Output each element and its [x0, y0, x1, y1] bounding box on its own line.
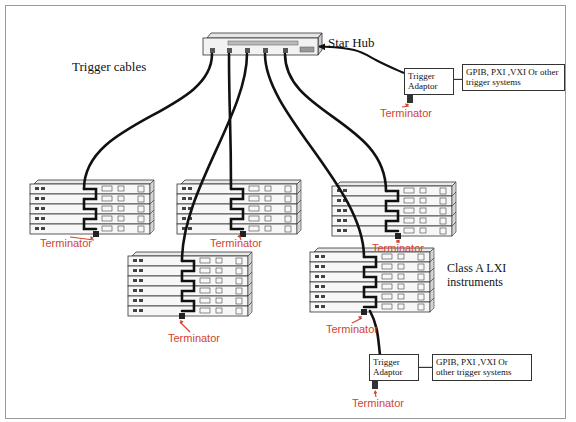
node-text: GPIB, PXI ,VXI Or other trigger systems [436, 357, 528, 378]
terminator-label: Terminator [40, 237, 92, 250]
node-text: Trigger Adaptor [373, 357, 415, 378]
terminator-label: Terminator [380, 107, 432, 120]
terminator-label: Terminator [326, 323, 378, 336]
lxi-instrument-stacks [30, 180, 456, 319]
trigger-cables [84, 54, 398, 355]
star-hub: Star Hub [203, 38, 318, 55]
node-heading: Star Hub [328, 36, 375, 51]
star-hub-device [203, 33, 322, 55]
node-text: GPIB, PXI ,VXI Or other trigger systems [466, 67, 561, 88]
cable-label: Trigger cables [72, 60, 146, 75]
trigger-system-box: GPIB, PXI ,VXI Or other trigger systems [432, 354, 532, 381]
frame [6, 6, 566, 419]
trigger-adaptor: Trigger Adaptor [369, 354, 419, 381]
link-line [419, 367, 432, 368]
terminator-label: Terminator [168, 332, 220, 345]
terminator-label: Terminator [352, 397, 404, 410]
trigger-adaptor: Trigger Adaptor [404, 68, 454, 95]
trigger-cable-arrow [319, 47, 404, 74]
trigger-system-box: GPIB, PXI ,VXI Or other trigger systems [462, 64, 565, 91]
terminator-pointers [70, 104, 409, 397]
instrument-class-label: Class A LXI instruments [447, 262, 539, 290]
node-text: Trigger Adaptor [408, 71, 450, 92]
terminator-label: Terminator [210, 237, 262, 250]
link-line [454, 79, 462, 80]
terminator-label: Terminator [372, 242, 424, 255]
